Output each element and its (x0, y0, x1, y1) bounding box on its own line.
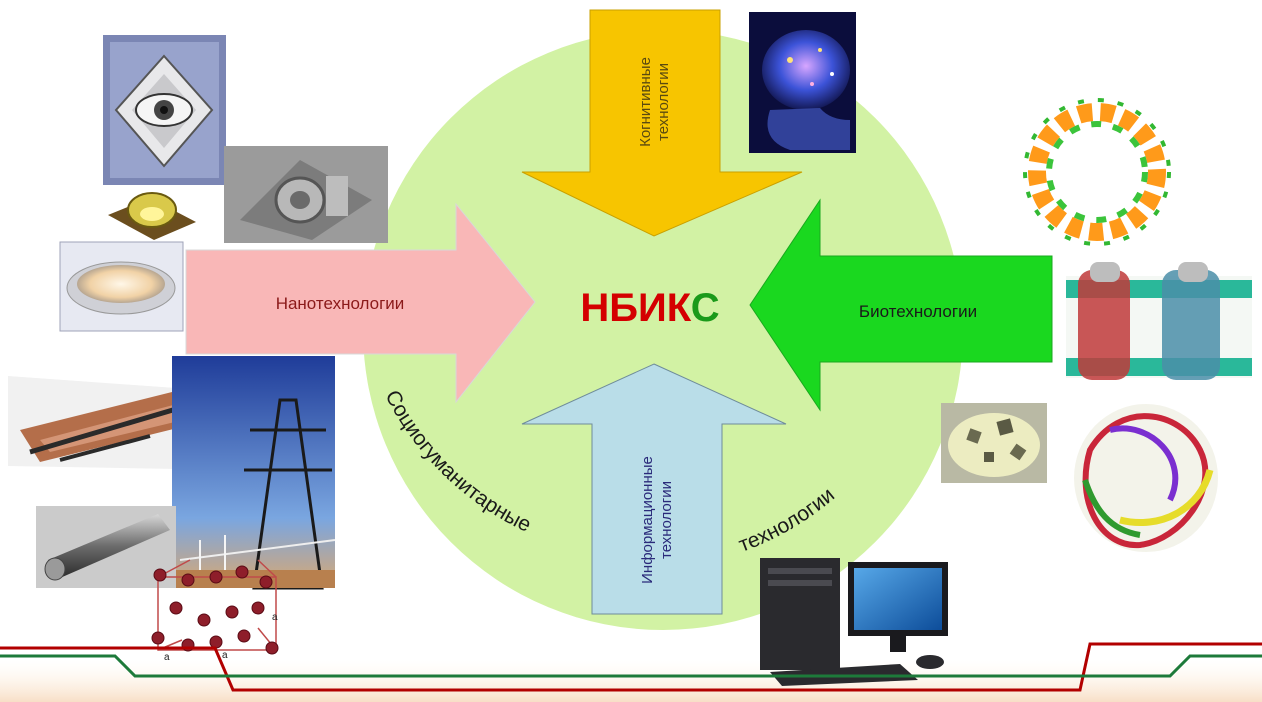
cogno-arrow (521, 9, 803, 237)
microstructure-image (224, 146, 388, 243)
led-lamp-image (59, 241, 184, 332)
info-label-line2: технологии (658, 481, 675, 559)
small-device-image (108, 192, 196, 240)
protein-ring-image (1023, 98, 1171, 246)
nano-arrow-label: Нанотехнологии (276, 294, 405, 313)
bio-arrow (749, 198, 1053, 412)
crystal-label-3: a (222, 650, 228, 661)
bio-arrow-label: Биотехнологии (859, 302, 977, 321)
crystal-lattice-image: a a a (151, 559, 279, 663)
computer-image (760, 558, 948, 686)
info-arrow-label: Информационные технологии (639, 456, 675, 584)
protein-ribbon-image (1074, 404, 1218, 552)
center-label: НБИКС (580, 286, 719, 330)
power-tower-image (172, 356, 336, 590)
metal-cylinder-image (36, 506, 176, 588)
cogno-label-line1: Когнитивные (637, 57, 654, 147)
info-arrow (521, 363, 787, 615)
cogno-label-line2: технологии (655, 63, 672, 141)
info-label-line1: Информационные (639, 456, 656, 584)
central-circle (363, 30, 963, 630)
crystal-label-1: a (272, 612, 278, 623)
crystal-cubes-image (941, 403, 1047, 483)
center-label-s: С (691, 286, 720, 330)
eye-chip-image (103, 35, 226, 185)
membrane-protein-image (1066, 262, 1252, 380)
nano-arrow (185, 202, 536, 404)
bottom-line-green (0, 654, 1262, 678)
brain-image (749, 12, 856, 153)
center-label-nbik: НБИК (580, 286, 691, 330)
cogno-arrow-label: Когнитивные технологии (637, 57, 672, 147)
crystal-label-2: a (164, 652, 170, 663)
bottom-glow (0, 660, 1262, 702)
bottom-line-red (0, 642, 1262, 692)
